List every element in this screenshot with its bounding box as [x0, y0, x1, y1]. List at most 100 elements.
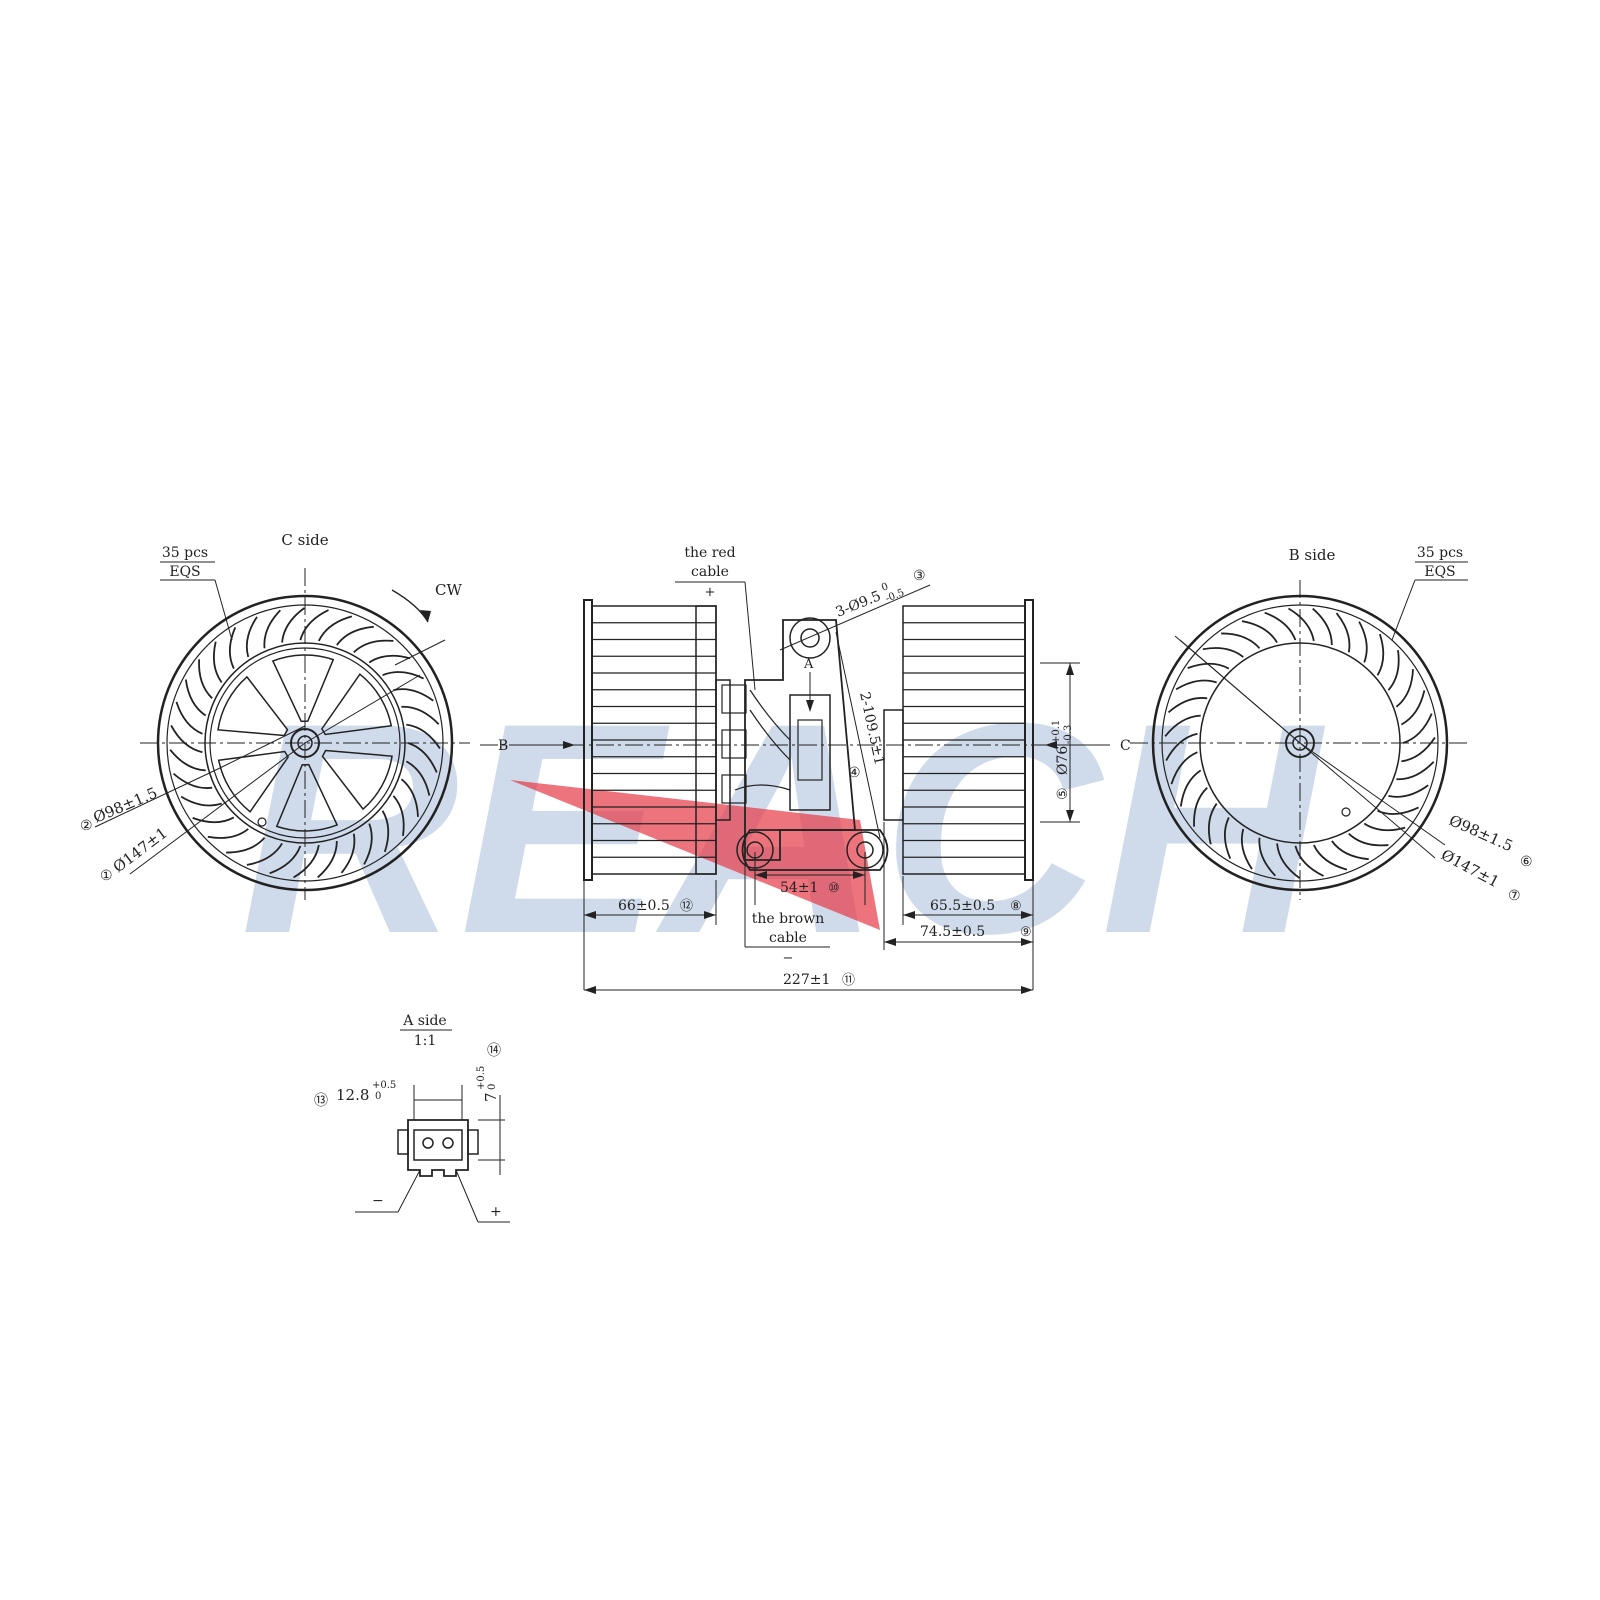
fan-blade — [1335, 612, 1351, 653]
fan-blade — [382, 671, 424, 680]
dim66-label: 66±0.5 — [618, 898, 670, 914]
connector-pin-left — [422, 1137, 434, 1149]
dim227-label: 227±1 — [783, 972, 830, 988]
fan-blade — [318, 615, 353, 642]
arrow-label-a: A — [803, 657, 814, 672]
fan-blade — [1187, 662, 1230, 670]
right-side-label: B side — [1289, 546, 1336, 564]
a-side-title: A side — [402, 1013, 446, 1029]
a-height-tol-upper: +0.5 — [476, 1066, 487, 1090]
fan-blade — [340, 833, 356, 874]
fan-blade — [1264, 611, 1297, 641]
dim74-ref: ⑨ — [1020, 925, 1032, 940]
a-height-tol-lower: 0 — [487, 1084, 498, 1090]
fan-blade — [1348, 833, 1389, 847]
fan-blade — [1377, 806, 1419, 815]
left-hub-spokes — [217, 654, 393, 832]
fan-blade — [1223, 817, 1232, 859]
fan-blade — [246, 842, 283, 866]
right-inner-dia: Ø98±1.5 — [1446, 811, 1515, 855]
brown-cable-line2: cable — [769, 930, 807, 946]
fan-blade — [1388, 784, 1429, 798]
fan-blade — [1401, 737, 1436, 763]
fan-blade — [299, 609, 329, 641]
fan-blade — [169, 749, 206, 772]
arrow-label-b: B — [498, 738, 508, 754]
fan-blade — [1294, 845, 1324, 877]
hub-window — [320, 673, 393, 736]
fan-blade — [1396, 761, 1435, 781]
fan-blade — [212, 641, 223, 683]
fan-blade — [353, 639, 394, 653]
dim227-ref: ⑪ — [842, 973, 855, 988]
fan-blade — [1276, 843, 1300, 879]
a-width-tol-upper: +0.5 — [372, 1080, 396, 1091]
fan-blade — [1170, 751, 1198, 785]
fan-blade — [198, 659, 213, 699]
fan-blade — [228, 627, 237, 669]
watermark-red-swoosh — [510, 780, 880, 930]
dim66-ref: ⑫ — [680, 899, 693, 914]
fan-blade — [192, 816, 235, 824]
fan-blade — [1221, 632, 1261, 649]
a-width-ref: ⑬ — [314, 1093, 328, 1109]
fan-blade — [170, 725, 203, 754]
right-wheel-side — [883, 599, 1034, 881]
fan-blade — [1402, 713, 1433, 744]
a-width-tol-lower: 0 — [375, 1091, 381, 1102]
holes3-ref: ③ — [913, 568, 926, 584]
a-plus-label: + — [490, 1204, 502, 1220]
dim65-label: 65.5±0.5 — [930, 898, 995, 914]
fan-blade — [381, 810, 390, 853]
arrow-a — [806, 700, 814, 712]
fan-blade — [263, 609, 281, 649]
fan-blade — [1175, 679, 1217, 691]
right-outer-dia: Ø147±1 — [1438, 846, 1502, 891]
fan-blade — [172, 772, 213, 789]
fan-blade — [392, 795, 405, 836]
dim54-label: 54±1 — [780, 880, 818, 896]
red-cable-line2: cable — [691, 564, 729, 580]
fan-blade — [1165, 732, 1198, 761]
fan-blade — [1193, 787, 1208, 827]
right-hub — [1285, 728, 1315, 758]
fan-blade — [269, 845, 302, 875]
fan-blade — [1387, 650, 1400, 691]
dia76-tol-lower: -0.3 — [1063, 725, 1074, 744]
rotation-label: CW — [435, 581, 462, 599]
fan-blade — [207, 828, 249, 839]
fan-blade — [1241, 620, 1278, 644]
arrow-label-c: C — [1120, 738, 1131, 754]
hub-window — [217, 675, 289, 737]
fan-blade — [363, 823, 373, 865]
a-side-view: A side 1:1 ⑬ 12.8 +0.5 0 ⑭ 7 +0.5 0 − + — [314, 1013, 510, 1223]
fan-blade — [317, 840, 338, 879]
red-cable-sign: + — [705, 585, 716, 600]
a-minus-label: − — [372, 1193, 384, 1209]
a-side-scale: 1:1 — [414, 1033, 437, 1049]
arrow-c — [1045, 741, 1057, 749]
fan-blade — [1331, 840, 1369, 861]
a-height-ref: ⑭ — [487, 1043, 501, 1059]
fan-blade — [281, 607, 305, 643]
a-width: 12.8 — [336, 1086, 369, 1104]
left-inner-dia: Ø98±1.5 — [91, 784, 160, 827]
fan-blade — [293, 844, 320, 879]
fan-blade — [1164, 714, 1201, 737]
left-side-label: C side — [281, 531, 328, 549]
front-view: B C A the red cable + the brown cable − … — [480, 545, 1131, 994]
fan-blade — [1395, 669, 1414, 708]
fan-blade — [1258, 837, 1276, 877]
fan-blade — [1376, 633, 1385, 676]
left-outer-dia-ref: ① — [100, 868, 113, 884]
rotation-arrow — [420, 610, 431, 622]
fan-blade — [368, 654, 411, 664]
hub-window — [321, 749, 393, 811]
fan-blade — [406, 723, 441, 749]
fan-blade — [184, 679, 207, 717]
holes2-ref: ④ — [848, 765, 861, 781]
left-blades — [169, 607, 441, 879]
fan-blade — [1179, 769, 1202, 807]
fan-blade — [1312, 607, 1333, 646]
